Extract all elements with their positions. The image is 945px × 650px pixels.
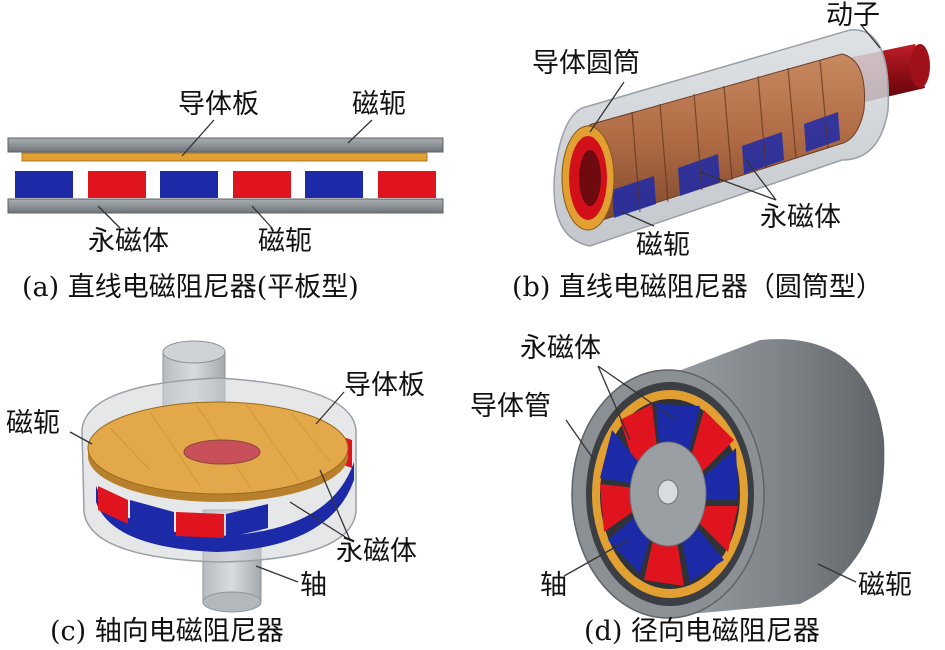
label-b-mover: 动子	[826, 0, 880, 31]
label-b-conductor-tube: 导体圆筒	[532, 48, 640, 79]
yoke-bottom-plate	[7, 198, 444, 214]
magnet-d-10	[600, 430, 640, 484]
magnet-1	[15, 171, 73, 198]
disc-hole	[183, 439, 261, 465]
magnet-4	[233, 171, 291, 198]
magnet-band-2	[678, 154, 720, 196]
magnet-c-red-2	[176, 512, 224, 538]
magnet-c-blue-1	[130, 500, 174, 536]
conductor-plate	[21, 152, 428, 162]
caption-a: (a) 直线电磁阻尼器(平板型)	[22, 272, 359, 303]
magnet-d-9	[600, 484, 638, 532]
label-d-yoke: 磁轭	[858, 570, 912, 601]
magnet-d-4	[700, 448, 738, 500]
magnet-band-4	[804, 112, 840, 152]
magnet-band-3	[742, 132, 784, 174]
caption-d: (d) 径向电磁阻尼器	[584, 616, 820, 647]
front-ring-inner	[579, 150, 601, 206]
magnet-d-6	[680, 524, 724, 582]
caption-c: (c) 轴向电磁阻尼器	[50, 616, 284, 647]
label-b-magnet: 永磁体	[760, 202, 841, 233]
yoke-top-plate	[7, 137, 444, 153]
label-c-conductor-plate: 导体板	[344, 370, 425, 401]
label-a-yoke-top: 磁轭	[352, 89, 406, 120]
label-c-shaft: 轴	[300, 570, 327, 601]
magnet-d-5	[696, 506, 738, 552]
magnet-5	[305, 171, 363, 198]
label-d-shaft: 轴	[540, 570, 567, 601]
panel-a: 导体板 磁轭 永磁体 磁轭 (a) 直线电磁阻尼器(平板型)	[7, 89, 444, 303]
magnet-2	[88, 171, 146, 198]
caption-b: (b) 直线电磁阻尼器（圆筒型）	[512, 272, 883, 303]
label-d-magnet: 永磁体	[520, 333, 601, 364]
shaft-hole	[657, 479, 679, 505]
label-d-conductor-pipe: 导体管	[470, 391, 551, 422]
label-a-magnet: 永磁体	[88, 226, 169, 257]
label-a-yoke-bottom: 磁轭	[258, 226, 312, 257]
label-b-yoke: 磁轭	[636, 230, 690, 261]
magnet-6	[378, 171, 436, 198]
magnet-band-1	[612, 176, 656, 218]
magnet-c-red-1	[98, 486, 128, 524]
panel-d: 永磁体 导体管 轴 磁轭 (d) 径向电磁阻尼器	[470, 333, 912, 647]
label-a-conductor-plate: 导体板	[178, 89, 259, 120]
magnet-c-blue-2	[226, 504, 268, 538]
magnet-d-7	[644, 534, 684, 586]
magnet-3	[160, 171, 218, 198]
panel-c: 导体板 磁轭 永磁体 轴 (c) 轴向电磁阻尼器	[6, 340, 425, 647]
label-c-magnet: 永磁体	[336, 536, 417, 567]
panel-b: 动子 导体圆筒 永磁体 磁轭 (b) 直线电磁阻尼器（圆筒型）	[512, 0, 930, 303]
label-c-yoke: 磁轭	[6, 408, 60, 439]
magnet-d-3	[690, 410, 734, 474]
